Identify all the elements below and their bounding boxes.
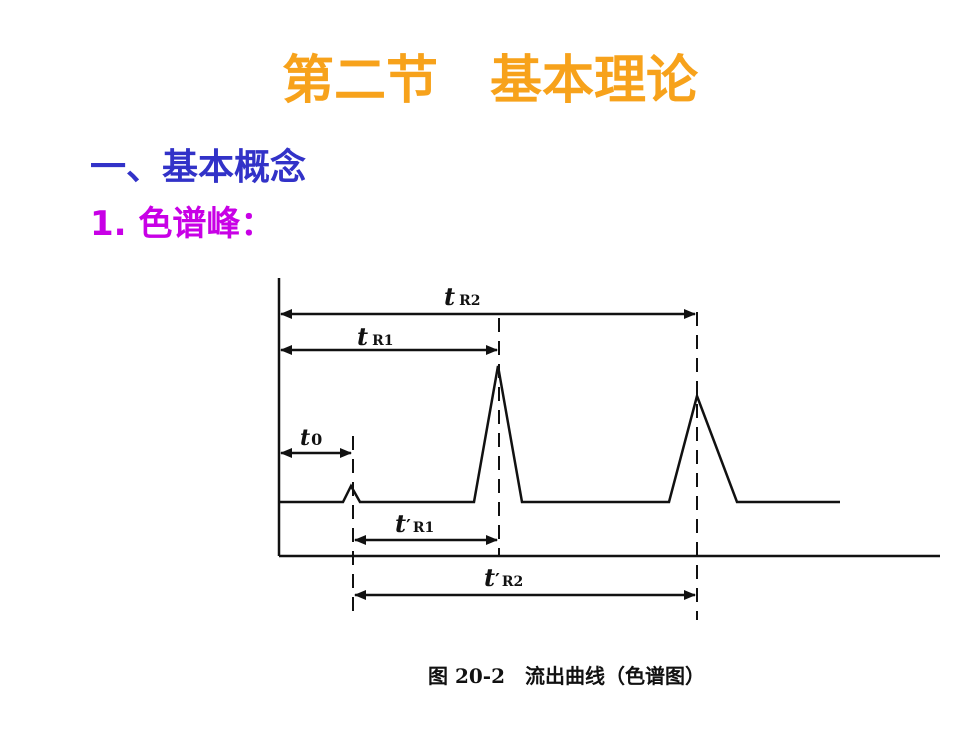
figure-caption: 图 20-2 流出曲线（色谱图） [428, 664, 706, 688]
label-tpR1: t′R1 [395, 509, 434, 538]
slide-title: 第二节 基本理论 [281, 51, 698, 111]
elution-curve [279, 365, 840, 504]
sub-heading: 1. 色谱峰： [90, 204, 275, 244]
label-tpR2: t′R2 [484, 563, 523, 592]
label-t0: t0 [300, 425, 322, 451]
section-heading: 一、基本概念 [90, 147, 307, 188]
